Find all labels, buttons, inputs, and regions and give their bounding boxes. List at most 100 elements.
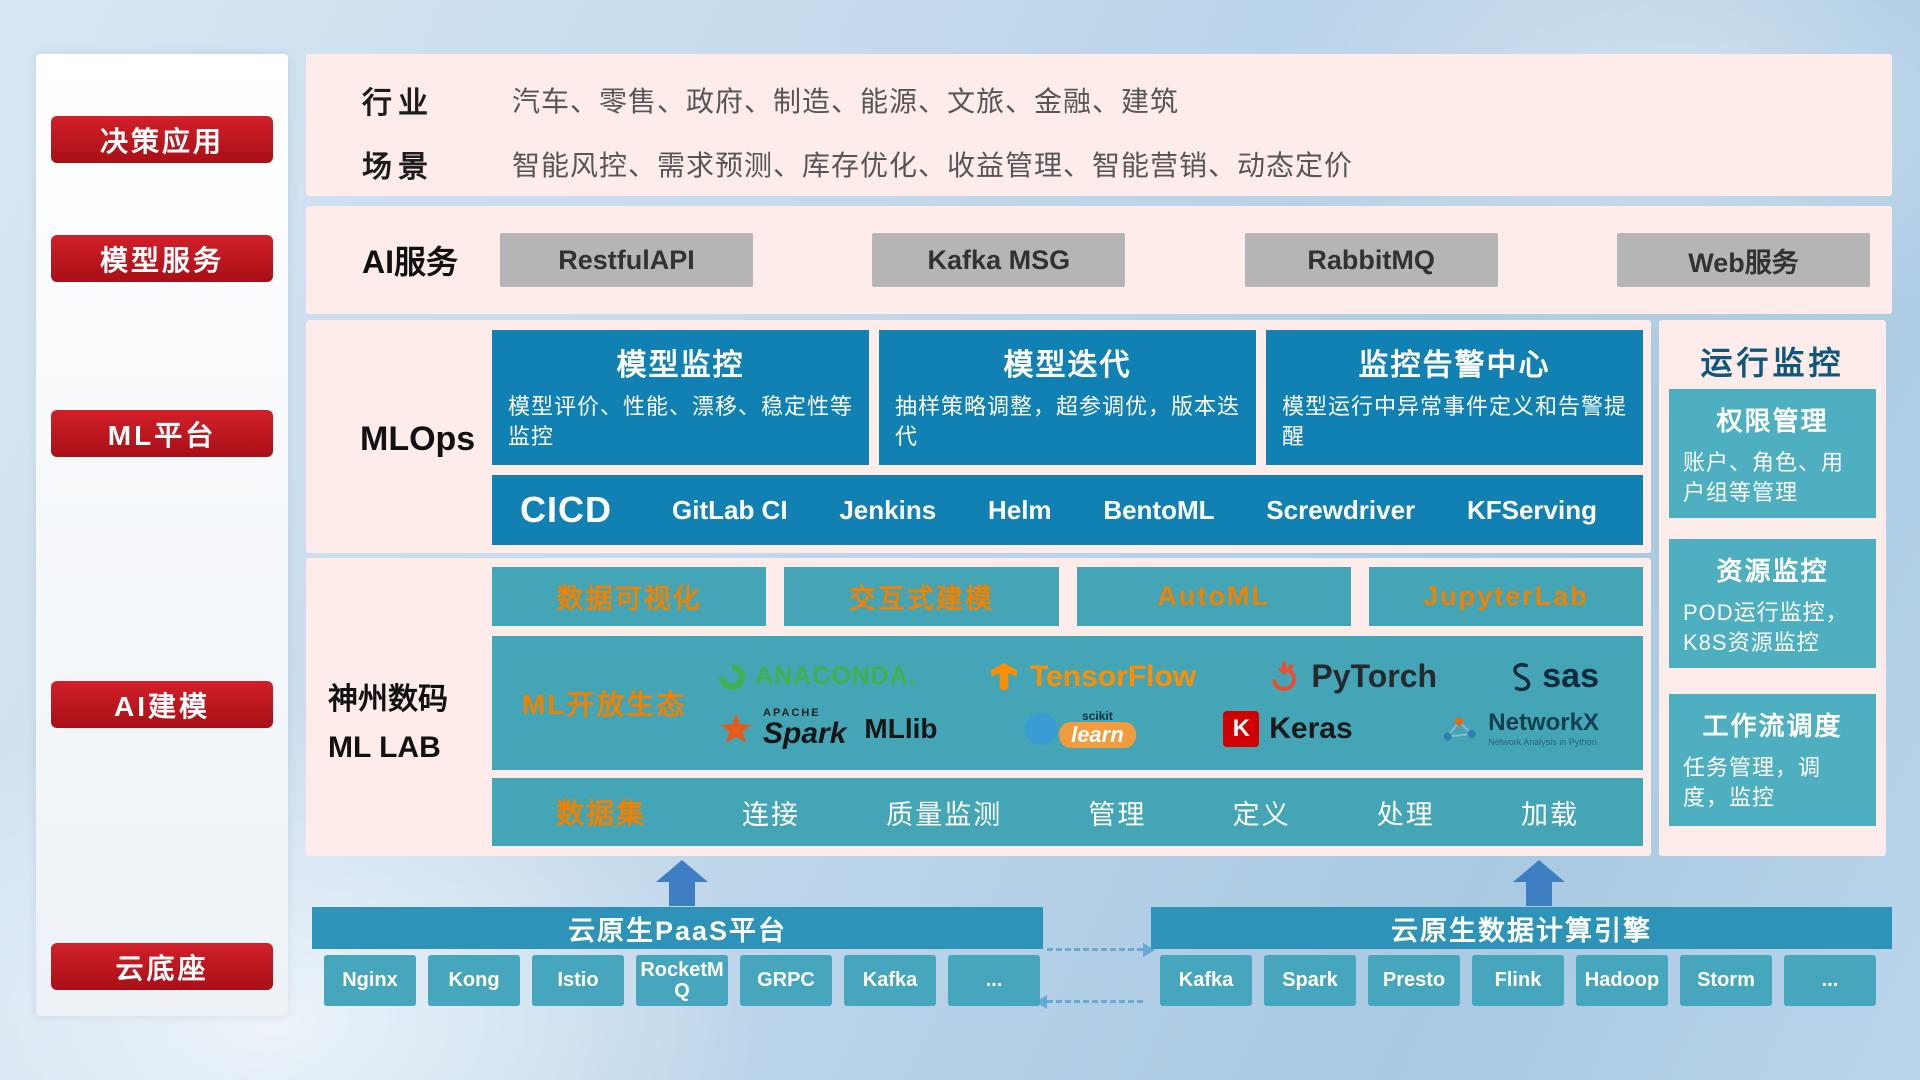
industry-scenario-panel: 行业 汽车、零售、政府、制造、能源、文旅、金融、建筑 场景 智能风控、需求预测、… xyxy=(306,54,1892,196)
resource-monitoring-card: 资源监控 POD运行监控，K8S资源监控 xyxy=(1669,539,1876,668)
spark-label: Spark xyxy=(763,717,847,750)
tool-automl: AutoML xyxy=(1076,567,1351,626)
mllab-label-line1: 神州数码 xyxy=(328,683,448,716)
ecosystem-logo-row-2: APACHE Spark MLlib scikit learn K xyxy=(707,708,1623,749)
engine-chip-more: ... xyxy=(1784,955,1876,1006)
ai-service-label: AI服务 xyxy=(362,244,459,280)
mlops-label: MLOps xyxy=(360,420,476,458)
ai-service-panel: AI服务 RestfulAPI Kafka MSG RabbitMQ Web服务 xyxy=(306,206,1892,314)
tensorflow-logo: TensorFlow xyxy=(988,660,1196,694)
learn-label: learn xyxy=(1059,721,1136,748)
paas-platform-header: 云原生PaaS平台 xyxy=(312,907,1043,949)
dashed-arrow-left-icon xyxy=(1035,995,1143,1009)
apache-label: APACHE xyxy=(763,707,821,719)
cicd-item-jenkins: Jenkins xyxy=(839,494,937,525)
networkx-label: NetworkX xyxy=(1488,708,1599,736)
networkx-subtitle: Network Analysis in Python xyxy=(1488,736,1597,747)
mllab-tools: 数据可视化 交互式建模 AutoML JupyterLab xyxy=(492,567,1643,626)
mlops-panel: MLOps 模型监控 模型评价、性能、漂移、稳定性等监控 模型迭代 抽样策略调整… xyxy=(306,320,1651,553)
industry-row: 行业 汽车、零售、政府、制造、能源、文旅、金融、建筑 xyxy=(362,78,1892,122)
keras-label: Keras xyxy=(1269,711,1353,745)
runtime-monitor-panel: 运行监控 权限管理 账户、角色、用户组等管理 资源监控 POD运行监控，K8S资… xyxy=(1659,320,1886,856)
resource-monitoring-title: 资源监控 xyxy=(1716,556,1829,586)
keras-icon: K xyxy=(1223,710,1260,747)
dataset-items: 连接 质量监测 管理 定义 处理 加载 xyxy=(742,793,1579,832)
paas-platform-chips: Nginx Kong Istio RocketMQ GRPC Kafka ... xyxy=(324,955,1040,1006)
tool-data-visualization-label: 数据可视化 xyxy=(556,584,702,614)
cicd-item-screwdriver: Screwdriver xyxy=(1266,494,1416,525)
data-engine-header: 云原生数据计算引擎 xyxy=(1151,907,1892,949)
paas-chip-nginx: Nginx xyxy=(324,955,416,1006)
ecosystem-logos: ANACONDA. TensorFlow PyTorch sas xyxy=(707,657,1623,749)
rabbitmq-button: RabbitMQ xyxy=(1244,233,1498,287)
tensorflow-label: TensorFlow xyxy=(1030,659,1197,693)
mllib-label: MLlib xyxy=(864,712,938,744)
sidebar-item-model-service: 模型服务 xyxy=(51,235,273,282)
ecosystem-logo-row-1: ANACONDA. TensorFlow PyTorch sas xyxy=(707,657,1623,696)
tool-data-visualization: 数据可视化 xyxy=(492,567,767,626)
tool-jupyterlab: JupyterLab xyxy=(1368,567,1643,626)
dataset-title: 数据集 xyxy=(556,798,647,829)
anaconda-icon xyxy=(713,658,751,695)
ml-ecosystem-title: ML开放生态 xyxy=(522,689,687,720)
model-monitoring-desc: 模型评价、性能、漂移、稳定性等监控 xyxy=(508,394,854,449)
model-monitoring-title: 模型监控 xyxy=(616,349,745,382)
engine-chip-flink: Flink xyxy=(1472,955,1564,1006)
mllab-label: 神州数码 ML LAB xyxy=(328,676,488,772)
scenario-label: 场景 xyxy=(362,151,434,184)
workflow-scheduling-desc: 任务管理，调度，监控 xyxy=(1683,755,1822,810)
model-iteration-card: 模型迭代 抽样策略调整，超参调优，版本迭代 xyxy=(879,330,1256,465)
dashed-arrow-right-icon xyxy=(1047,943,1155,957)
tool-interactive-modeling: 交互式建模 xyxy=(784,567,1059,626)
paas-chip-istio: Istio xyxy=(532,955,624,1006)
dataset-band: 数据集 连接 质量监测 管理 定义 处理 加载 xyxy=(492,778,1643,846)
engine-chip-presto: Presto xyxy=(1368,955,1460,1006)
cicd-item-kfserving: KFServing xyxy=(1466,494,1597,525)
alert-center-card: 监控告警中心 模型运行中异常事件定义和告警提醒 xyxy=(1266,330,1643,465)
permission-management-desc: 账户、角色、用户组等管理 xyxy=(1683,450,1845,505)
scikit-learn-wordmark: scikit learn xyxy=(1059,710,1136,748)
runtime-monitor-title: 运行监控 xyxy=(1700,345,1845,381)
resource-monitoring-desc: POD运行监控，K8S资源监控 xyxy=(1683,600,1849,655)
web-service-button: Web服务 xyxy=(1616,233,1870,287)
pytorch-logo: PyTorch xyxy=(1267,658,1437,695)
mllab-label-line2: ML LAB xyxy=(328,731,441,764)
spark-star-icon xyxy=(720,712,752,743)
cicd-items: GitLab CI Jenkins Helm BentoML Screwdriv… xyxy=(672,495,1597,526)
cicd-title: CICD xyxy=(520,489,612,530)
networkx-icon xyxy=(1444,717,1476,740)
engine-chip-storm: Storm xyxy=(1680,955,1772,1006)
alert-center-title: 监控告警中心 xyxy=(1358,349,1551,382)
industry-list: 汽车、零售、政府、制造、能源、文旅、金融、建筑 xyxy=(512,86,1180,117)
paas-chip-more: ... xyxy=(948,955,1040,1006)
sidebar-item-ai-modeling: AI建模 xyxy=(51,681,273,728)
dataset-item-connect: 连接 xyxy=(742,799,801,830)
sas-icon xyxy=(1513,662,1531,691)
ml-ecosystem-box: ML开放生态 ANACONDA. TensorFlow PyTorch xyxy=(492,636,1643,770)
scikit-learn-logo: scikit learn xyxy=(1025,710,1136,748)
industry-label: 行业 xyxy=(362,87,434,120)
tool-interactive-modeling-label: 交互式建模 xyxy=(848,584,994,614)
scikit-learn-icon xyxy=(1025,712,1058,745)
networkx-logo: NetworkX Network Analysis in Python xyxy=(1440,708,1599,747)
cicd-item-bentoml: BentoML xyxy=(1103,494,1215,525)
permission-management-card: 权限管理 账户、角色、用户组等管理 xyxy=(1669,389,1876,518)
tensorflow-icon xyxy=(991,662,1017,691)
permission-management-title: 权限管理 xyxy=(1716,406,1829,436)
keras-logo: K Keras xyxy=(1223,710,1353,747)
data-engine-chips: Kafka Spark Presto Flink Hadoop Storm ..… xyxy=(1160,955,1876,1006)
dataset-item-manage: 管理 xyxy=(1088,799,1147,830)
scenario-list: 智能风控、需求预测、库存优化、收益管理、智能营销、动态定价 xyxy=(512,150,1354,181)
cicd-band: CICD GitLab CI Jenkins Helm BentoML Scre… xyxy=(492,475,1643,545)
model-iteration-title: 模型迭代 xyxy=(1003,349,1132,382)
tool-jupyterlab-label: JupyterLab xyxy=(1423,581,1589,611)
mlops-cards: 模型监控 模型评价、性能、漂移、稳定性等监控 模型迭代 抽样策略调整，超参调优，… xyxy=(492,330,1643,465)
scikit-label: scikit xyxy=(1082,708,1113,723)
dataset-item-load: 加载 xyxy=(1520,799,1579,830)
scenario-row: 场景 智能风控、需求预测、库存优化、收益管理、智能营销、动态定价 xyxy=(362,142,1892,186)
up-arrow-icon-right xyxy=(1526,882,1552,906)
restfulapi-button: RestfulAPI xyxy=(500,233,753,287)
pytorch-label: PyTorch xyxy=(1311,658,1438,694)
paas-chip-kafka: Kafka xyxy=(844,955,936,1006)
